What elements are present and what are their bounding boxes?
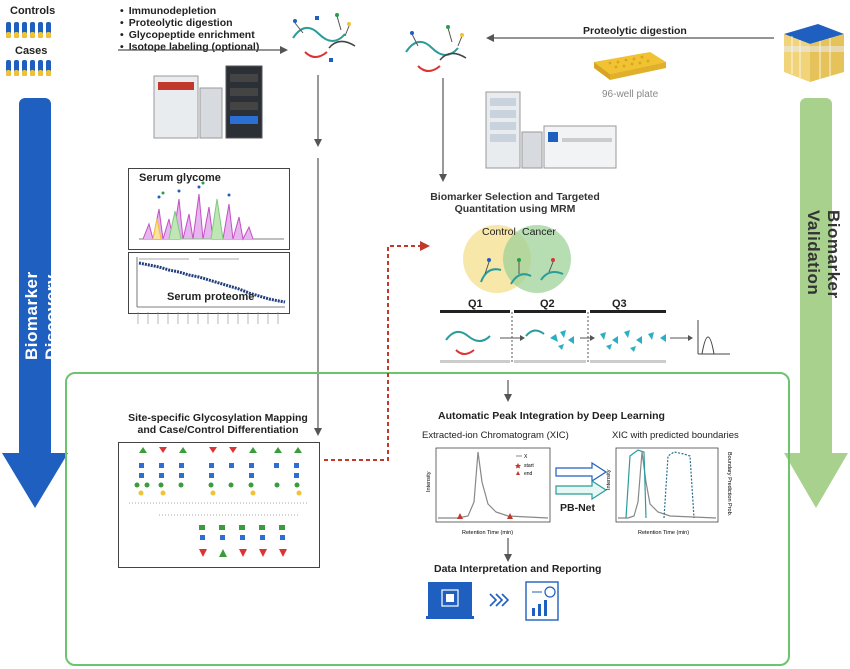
glycopeptide-cluster-icon bbox=[292, 13, 356, 62]
selection-title-line: Quantitation using MRM bbox=[454, 203, 576, 215]
red-dotted-arrow bbox=[324, 241, 430, 461]
svg-text:X: X bbox=[524, 454, 528, 460]
svg-text:Intensity: Intensity bbox=[426, 471, 432, 492]
proteome-bars bbox=[136, 257, 286, 308]
reporting-title: Data Interpretation and Reporting bbox=[434, 563, 602, 575]
well-plate-icon bbox=[594, 52, 666, 80]
validation-glycopeptide-icon bbox=[405, 25, 467, 72]
xic-title: Extracted-ion Chromatogram (XIC) bbox=[422, 430, 569, 441]
controls-tubes bbox=[6, 22, 51, 38]
digestion-arrow bbox=[486, 34, 774, 42]
step-item: Immunodepletion bbox=[120, 5, 259, 17]
venn-control-label: Control bbox=[482, 226, 516, 238]
discovery-arrow bbox=[2, 98, 68, 508]
flow-arrow bbox=[504, 538, 512, 562]
venn-diagram bbox=[463, 225, 571, 293]
serum-glycome-plot: Serum glycome bbox=[128, 168, 290, 250]
mapping-title: Site-specific Glycosylation Mapping and … bbox=[118, 412, 318, 436]
glycome-title: Serum glycome bbox=[139, 172, 221, 184]
mass-spectrometer-icon bbox=[153, 65, 263, 139]
svg-text:Intensity: Intensity bbox=[606, 469, 612, 490]
step-item: Proteolytic digestion bbox=[120, 17, 259, 29]
plate-label: 96-well plate bbox=[602, 89, 659, 100]
discovery-label: Biomarker Discovery bbox=[22, 271, 61, 360]
digestion-label: Proteolytic digestion bbox=[580, 25, 690, 37]
quad-q2-label: Q2 bbox=[540, 298, 555, 310]
pbnet-label: PB-Net bbox=[560, 502, 596, 514]
pbnet-arrows bbox=[555, 462, 608, 501]
svg-text:Retention Time (min): Retention Time (min) bbox=[638, 530, 689, 536]
dl-title: Automatic Peak Integration by Deep Learn… bbox=[438, 410, 665, 422]
steps-arrow bbox=[118, 46, 288, 54]
deep-learning-region bbox=[65, 372, 790, 666]
selection-title: Biomarker Selection and Targeted Quantit… bbox=[415, 191, 615, 215]
sample-rack-icon bbox=[784, 24, 844, 82]
mapping-title-line: Site-specific Glycosylation Mapping bbox=[128, 412, 308, 424]
selection-title-line: Biomarker Selection and Targeted bbox=[430, 191, 600, 203]
quad-q1-label: Q1 bbox=[468, 298, 483, 310]
flow-arrow bbox=[504, 380, 512, 402]
cases-tubes bbox=[6, 60, 51, 76]
venn-cancer-label: Cancer bbox=[522, 226, 556, 238]
xic-chart: X start end Intensity Retention Time (mi… bbox=[426, 447, 551, 536]
glycosylation-map-panel bbox=[118, 442, 320, 568]
discovery-steps: Immunodepletion Proteolytic digestion Gl… bbox=[120, 5, 260, 53]
step-item: Glycopeptide enrichment bbox=[120, 29, 259, 41]
glycan-structures-icon bbox=[129, 447, 309, 557]
xic-predicted-chart: Intensity Boundary Prediction Prob. Rete… bbox=[606, 447, 732, 536]
serum-proteome-plot: Serum proteome bbox=[128, 252, 290, 314]
glycome-peaks bbox=[139, 181, 284, 241]
reporting-icons bbox=[426, 581, 559, 621]
cases-label: Cases bbox=[15, 45, 48, 57]
svg-text:Boundary Prediction Prob.: Boundary Prediction Prob. bbox=[726, 452, 732, 517]
validation-label: Biomarker Validation bbox=[804, 210, 843, 299]
quad-q3-label: Q3 bbox=[612, 298, 627, 310]
validation-arrow bbox=[784, 98, 848, 508]
svg-text:start: start bbox=[524, 463, 534, 469]
svg-text:end: end bbox=[524, 471, 533, 477]
svg-text:Retention Time (min): Retention Time (min) bbox=[462, 530, 513, 536]
xic-pred-title: XIC with predicted boundaries bbox=[612, 430, 739, 441]
proteome-title: Serum proteome bbox=[167, 291, 255, 303]
controls-label: Controls bbox=[10, 5, 56, 17]
mapping-title-line: and Case/Control Differentiation bbox=[137, 424, 299, 436]
proteome-tick-labels bbox=[137, 312, 279, 324]
lc-ms-instrument-icon bbox=[485, 91, 617, 169]
flow-arrow bbox=[314, 158, 322, 436]
flow-arrow bbox=[439, 78, 447, 182]
mrm-quadrupoles-icon bbox=[440, 310, 730, 363]
flow-arrow bbox=[314, 75, 322, 147]
